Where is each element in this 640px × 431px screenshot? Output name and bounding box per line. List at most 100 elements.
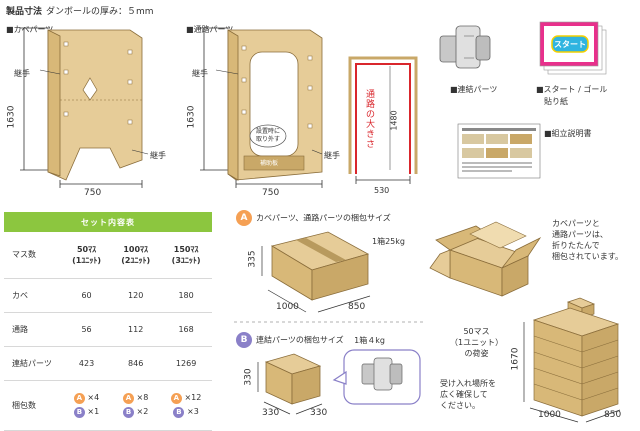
pack-cell: A ×8 B ×2 [111, 380, 161, 431]
pack-a-count: ×8 [136, 393, 149, 402]
kabe-parts-label: ■カベパーツ [6, 25, 54, 34]
stack-caption: 50マス （1ユニット） の荷姿 [450, 326, 503, 359]
pack-b-count: ×2 [136, 407, 149, 416]
table-cell: 1269 [160, 346, 212, 381]
badge-b-icon: B [122, 407, 134, 418]
kabe-joint-bottom-label: 継手 [150, 151, 166, 160]
column-header: 100ﾏｽ(2ﾕﾆｯﾄ) [111, 232, 161, 279]
folded-note-line: カベパーツと [552, 219, 600, 228]
bubble-line-1: 設置時に [255, 128, 280, 135]
connector-label: ■連結パーツ [450, 85, 498, 94]
pack-a-width: 1000 [276, 302, 299, 312]
table-cell: 846 [111, 346, 161, 381]
pack-a-title-row: A カベパーツ、通路パーツの梱包サイズ [236, 210, 391, 226]
stack-width: 1000 [538, 410, 561, 420]
manual-label: ■組立説明書 [544, 129, 592, 138]
row-label: 連結パーツ [4, 346, 62, 381]
column-sub: (2ﾕﾆｯﾄ) [121, 255, 151, 265]
table-cell: 112 [111, 312, 161, 347]
stack-caption-line: （1ユニット） [450, 338, 504, 347]
pack-a-title: カベパーツ、通路パーツの梱包サイズ [256, 213, 391, 223]
pack-b-title: 連結パーツの梱包サイズ [256, 335, 344, 345]
pack-b-depth: 330 [310, 408, 328, 418]
sticker-label-line1: ■スタート / ゴール [536, 85, 608, 94]
badge-a-icon: A [122, 393, 134, 404]
table-row-pack: 梱包数 A ×4 B ×1 A ×8 B ×2 A ×12 B ×3 [4, 380, 212, 431]
pack-a-depth: 850 [348, 302, 366, 312]
table-header-row: マス数 50ﾏｽ(1ﾕﾆｯﾄ) 100ﾏｽ(2ﾕﾆｯﾄ) 150ﾏｽ(3ﾕﾆｯﾄ… [4, 232, 212, 279]
product-dimensions-header: 製品寸法ダンボールの厚み：５mm [6, 4, 154, 17]
badge-a-icon: A [170, 393, 182, 404]
pack-b-count: ×1 [87, 407, 100, 416]
pack-cell: A ×4 B ×1 [62, 380, 112, 431]
header-note: ダンボールの厚み：５mm [46, 7, 154, 17]
folded-note: カベパーツと 通路パーツは、 折りたたんで 梱包されています。 [552, 218, 623, 262]
space-note: 受け入れ場所を 広く確保して ください。 [440, 378, 496, 411]
passage-size-label: 通路の大きさ [366, 90, 376, 150]
tsuro-joint-top-label: 継手 [192, 69, 208, 78]
table-row: 通路 56 112 168 [4, 312, 212, 347]
row-label: 梱包数 [4, 380, 62, 431]
stack-caption-line: 50マス [463, 327, 490, 336]
tsuro-width-label: 750 [262, 188, 280, 198]
table-cell: 180 [160, 278, 212, 313]
table-row: 連結パーツ 423 846 1269 [4, 346, 212, 381]
space-note-line: ください。 [440, 401, 480, 410]
bubble-line-2: 取り外す [255, 136, 280, 143]
folded-note-line: 梱包されています。 [552, 252, 623, 261]
sticker-logo: スタート [554, 40, 586, 49]
column-main: 100ﾏｽ [123, 244, 149, 254]
badge-a-icon: A [73, 393, 85, 404]
table-cell: 56 [62, 312, 112, 347]
column-sub: (3ﾕﾆｯﾄ) [171, 255, 201, 265]
kabe-width-label: 750 [84, 188, 102, 198]
row-label: 通路 [4, 312, 62, 347]
table-cell: 60 [62, 278, 112, 313]
badge-b-icon: B [73, 407, 85, 418]
table-row: カベ 60 120 180 [4, 278, 212, 313]
pack-a-count: ×12 [184, 393, 202, 402]
tsuro-parts-label: ■通路パーツ [186, 25, 234, 34]
stack-height: 1670 [510, 347, 521, 371]
tsuro-joint-bottom-label: 継手 [324, 151, 340, 160]
set-table-title: セット内容表 [4, 212, 212, 232]
set-content-table: セット内容表 マス数 50ﾏｽ(1ﾕﾆｯﾄ) 100ﾏｽ(2ﾕﾆｯﾄ) 150ﾏ… [4, 212, 212, 431]
column-header: 50ﾏｽ(1ﾕﾆｯﾄ) [62, 232, 112, 279]
passage-width-label: 530 [374, 186, 390, 195]
table-cell: 168 [160, 312, 212, 347]
badge-b-icon: B [173, 407, 185, 418]
sticker-label-line2: 貼り紙 [544, 97, 568, 106]
stack-depth: 850 [604, 410, 622, 420]
column-main: 50ﾏｽ [76, 244, 97, 254]
space-note-line: 広く確保して [440, 390, 488, 399]
tsuro-plate-label: 補助板 [260, 160, 279, 167]
folded-note-line: 折りたたんで [552, 241, 600, 250]
pack-b-title-row: B 連結パーツの梱包サイズ 1箱４kg [236, 332, 385, 348]
pack-b-badge-icon: B [236, 332, 252, 348]
stack-caption-line: の荷姿 [464, 349, 489, 358]
kabe-joint-top-label: 継手 [14, 69, 30, 78]
table-cell: 120 [111, 278, 161, 313]
column-header: 150ﾏｽ(3ﾕﾆｯﾄ) [160, 232, 212, 279]
table-cell: 423 [62, 346, 112, 381]
pack-a-badge-icon: A [236, 210, 252, 226]
pack-b-count: ×3 [186, 407, 199, 416]
pack-b-weight: 1箱４kg [354, 335, 385, 345]
column-sub: (1ﾕﾆｯﾄ) [72, 255, 101, 265]
folded-note-line: 通路パーツは、 [552, 230, 608, 239]
stack-boxes [532, 307, 620, 417]
space-note-line: 受け入れ場所を [440, 379, 496, 388]
row-header-label: マス数 [4, 232, 62, 279]
tsuro-remove-bubble: 設置時に 取り外す [252, 128, 284, 144]
